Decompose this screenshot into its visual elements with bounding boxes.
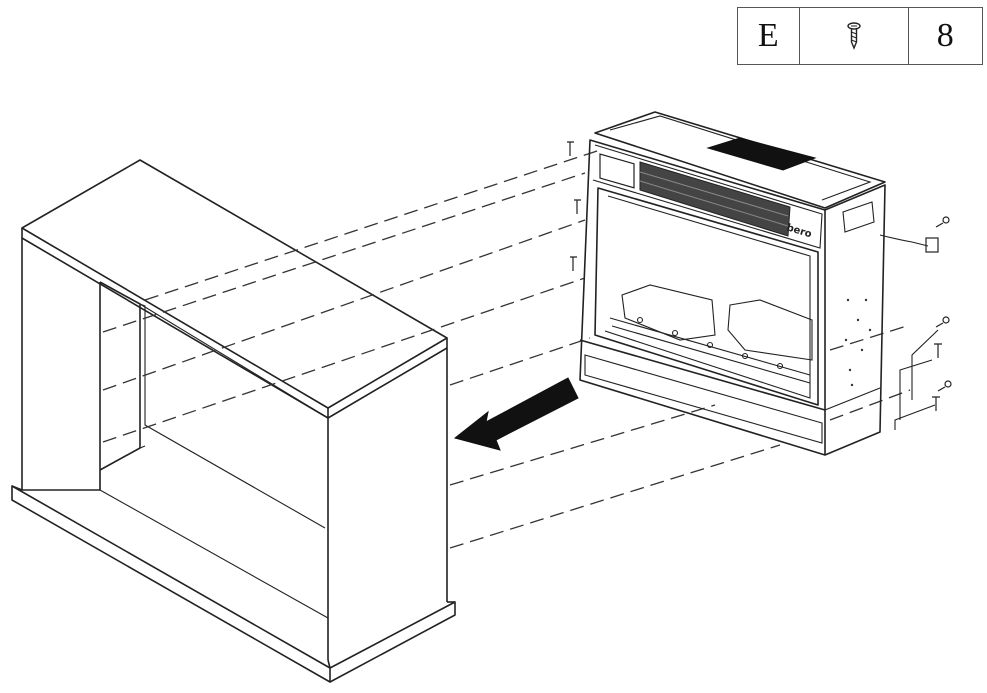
screw-icon (846, 22, 861, 50)
log-right (727, 299, 813, 361)
top-heater-vent (706, 137, 817, 171)
mantel-cabinet (11, 159, 456, 683)
alignment-guides (102, 149, 911, 549)
side-handle (842, 201, 875, 233)
brand-logo: bero (785, 222, 813, 240)
part-quantity: 8 (936, 17, 954, 54)
screws (567, 141, 952, 411)
screw-icon (935, 316, 950, 328)
screw-icon (935, 216, 950, 228)
screw-icon (932, 396, 940, 411)
screw-leader-lines (894, 329, 939, 430)
part-letter: E (738, 8, 800, 64)
screw-icon-cell (800, 8, 909, 64)
direction-arrow (453, 377, 579, 451)
fireplace-insert: bero (579, 111, 939, 456)
screw-icon (570, 256, 577, 271)
log-left (621, 284, 716, 341)
front-grille (639, 161, 791, 237)
parts-table: E 8 (737, 7, 983, 65)
screw-icon (567, 141, 574, 156)
side-vent-dots (844, 298, 872, 387)
screw-icon (934, 343, 942, 358)
screw-icon (574, 199, 581, 214)
screw-icon (937, 380, 952, 392)
power-cord (879, 234, 929, 247)
